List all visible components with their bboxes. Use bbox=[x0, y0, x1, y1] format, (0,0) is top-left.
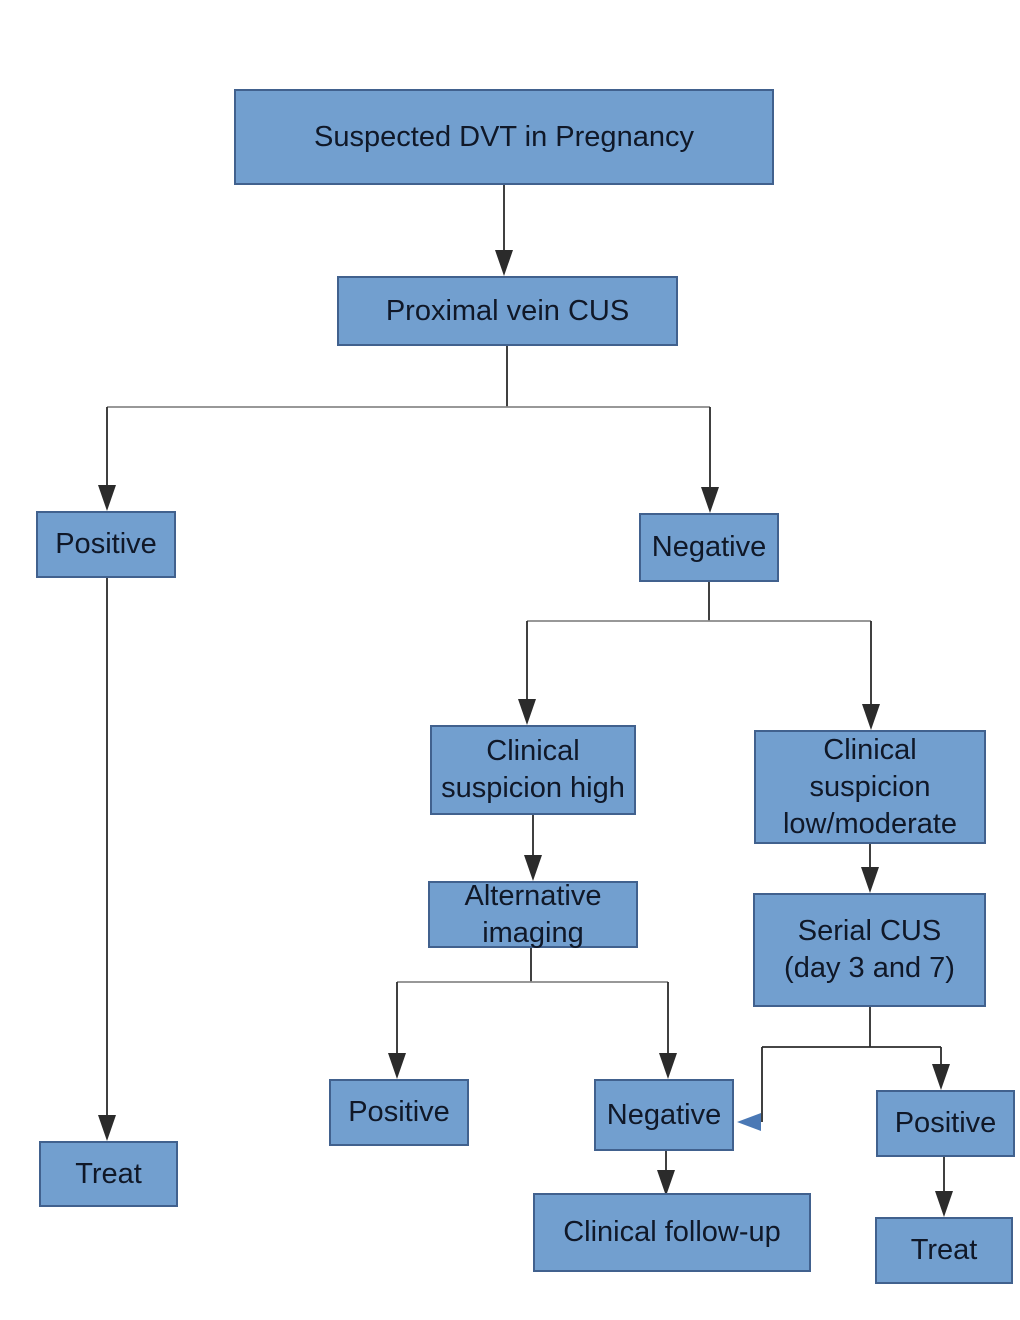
node-imaging-positive: Positive bbox=[329, 1079, 469, 1146]
arrowhead-alt-imaging bbox=[524, 855, 542, 881]
node-treat-left: Treat bbox=[39, 1141, 178, 1207]
arrowhead-cus-negative bbox=[701, 487, 719, 513]
node-serial-positive: Positive bbox=[876, 1090, 1015, 1157]
node-suspicion-high: Clinical suspicion high bbox=[430, 725, 636, 815]
arrowhead-imaging-positive bbox=[388, 1053, 406, 1079]
arrowhead-treat-left bbox=[98, 1115, 116, 1141]
arrowhead-proximal bbox=[495, 250, 513, 276]
node-treat-right: Treat bbox=[875, 1217, 1013, 1284]
node-imaging-negative: Negative bbox=[594, 1079, 734, 1151]
node-cus-negative: Negative bbox=[639, 513, 779, 582]
arrowhead-suspicion-high bbox=[518, 699, 536, 725]
arrowhead-imaging-negative bbox=[659, 1053, 677, 1079]
arrowhead-serial-cus bbox=[861, 867, 879, 893]
node-suspicion-low-moderate: Clinical suspicion low/moderate bbox=[754, 730, 986, 844]
arrowhead-serial-positive bbox=[932, 1064, 950, 1090]
arrowhead-loop-negative bbox=[737, 1113, 761, 1131]
node-proximal-cus: Proximal vein CUS bbox=[337, 276, 678, 346]
arrowhead-followup bbox=[657, 1170, 675, 1196]
node-clinical-followup: Clinical follow-up bbox=[533, 1193, 811, 1272]
node-serial-cus: Serial CUS (day 3 and 7) bbox=[753, 893, 986, 1007]
arrowhead-treat-right bbox=[935, 1191, 953, 1217]
node-suspected-dvt: Suspected DVT in Pregnancy bbox=[234, 89, 774, 185]
arrowhead-cus-positive bbox=[98, 485, 116, 511]
arrowhead-suspicion-low bbox=[862, 704, 880, 730]
node-alternative-imaging: Alternative imaging bbox=[428, 880, 638, 949]
node-cus-positive: Positive bbox=[36, 511, 176, 578]
